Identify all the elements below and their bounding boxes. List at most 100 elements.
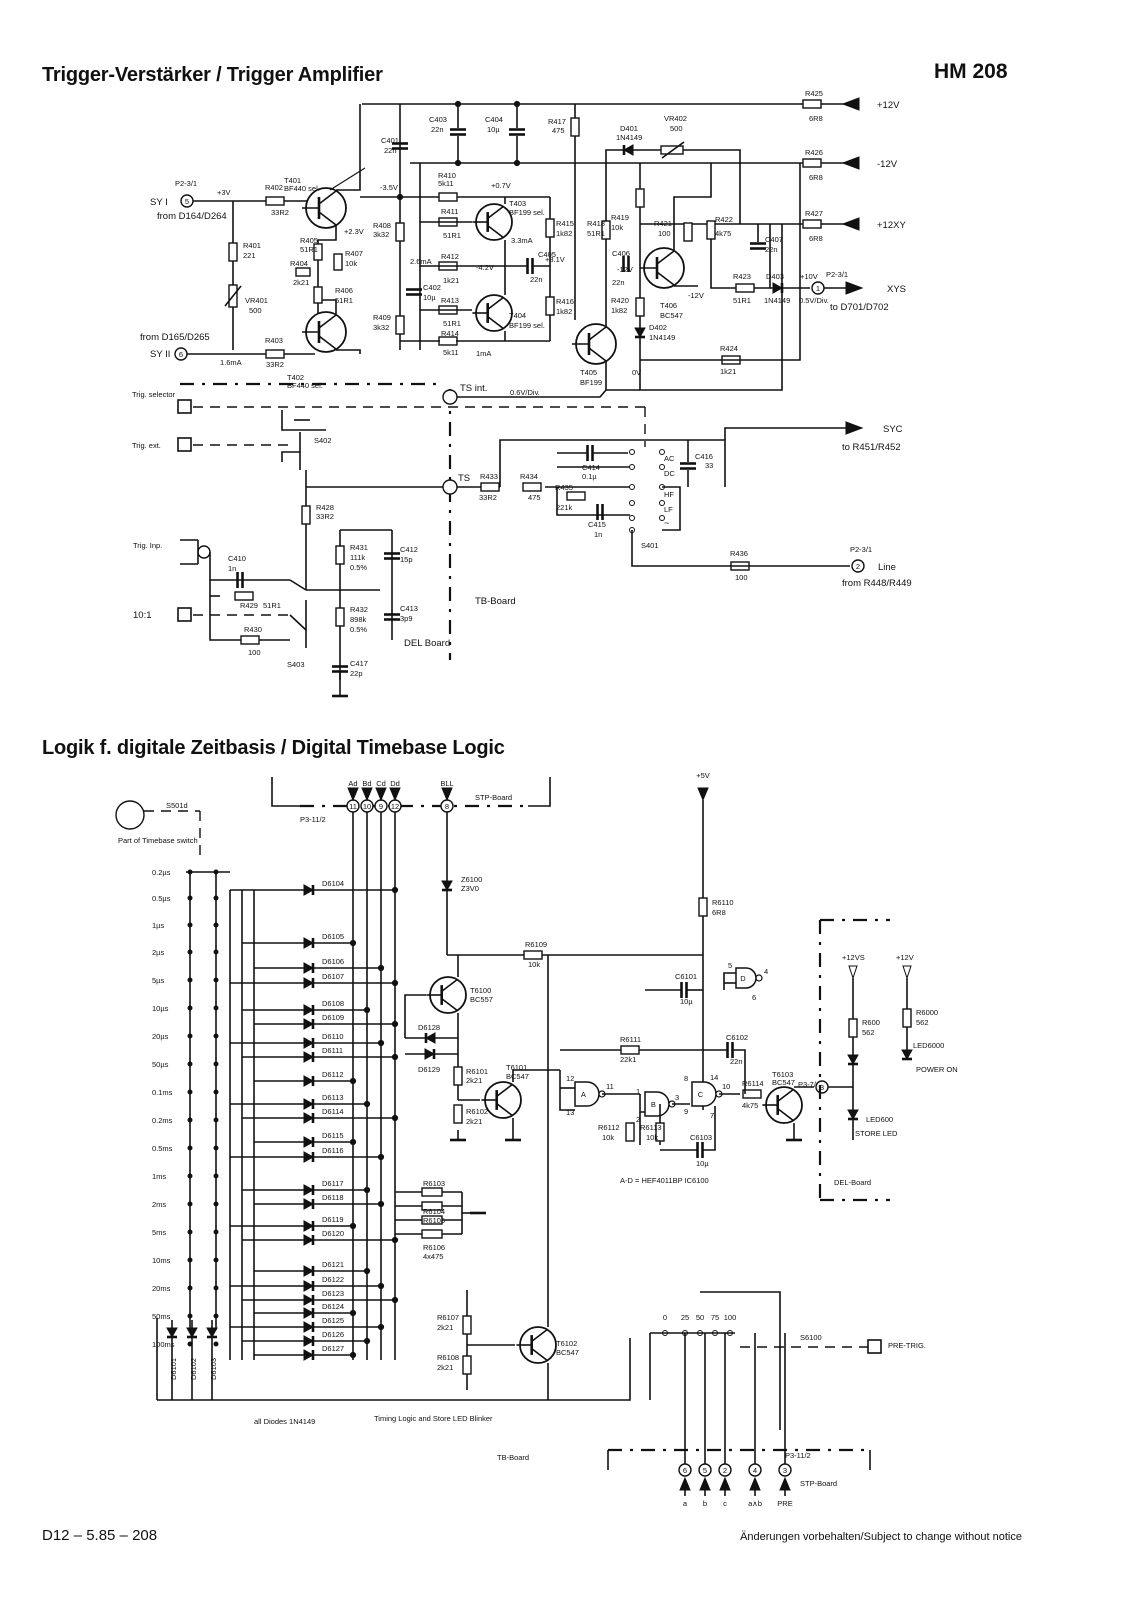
resistor-ref: R6110 bbox=[712, 898, 734, 907]
model-number: HM 208 bbox=[934, 60, 1008, 83]
led-ref: LED6000 bbox=[913, 1041, 944, 1050]
resistor-value: 33R2 bbox=[479, 493, 497, 502]
bnc-connector bbox=[197, 545, 211, 559]
timebase-setting: 2µs bbox=[152, 948, 164, 957]
junction-dot bbox=[349, 1077, 357, 1085]
diode-symbol bbox=[634, 327, 646, 339]
selection-mark bbox=[329, 167, 366, 191]
document-code: D12 – 5.85 – 208 bbox=[42, 1527, 158, 1544]
switch-ref: S501d bbox=[166, 801, 188, 810]
resistor-value: 51R1 bbox=[300, 245, 318, 254]
junction-dot bbox=[391, 1020, 399, 1028]
resistor-value: 221k bbox=[556, 503, 573, 512]
arrow-up bbox=[749, 1476, 761, 1491]
resistor-symbol bbox=[522, 482, 542, 492]
supply-label: -12V bbox=[877, 159, 898, 170]
timebase-setting: 2ms bbox=[152, 1200, 166, 1209]
trigger-amplifier-schematic: +12V-12V+12XYR4256R8R4266R8R4276R85P2-3/… bbox=[132, 89, 912, 698]
transistor-emitter bbox=[496, 1102, 513, 1116]
switch-contact bbox=[213, 949, 219, 955]
coupling-label: ~ bbox=[664, 518, 670, 529]
resistor-symbol bbox=[438, 192, 458, 202]
pin-number: 14 bbox=[710, 1073, 718, 1082]
diode-symbol bbox=[303, 1051, 315, 1063]
diode-ref: D6118 bbox=[322, 1193, 344, 1202]
capacitor-value: 22n bbox=[730, 1057, 743, 1066]
timebase-setting: 1µs bbox=[152, 921, 164, 930]
diode-symbol bbox=[622, 144, 634, 156]
connector-pin bbox=[778, 1463, 792, 1477]
connector-pin bbox=[678, 1463, 692, 1477]
resistor-symbol bbox=[802, 219, 822, 229]
resistor-ref: R435 bbox=[555, 483, 573, 492]
transistor-ref: T6100 bbox=[470, 986, 491, 995]
capacitor-value: 10µ bbox=[696, 1159, 709, 1168]
resistor-ref: R417 bbox=[548, 117, 566, 126]
transistor-collector bbox=[496, 1084, 513, 1098]
switch-ref: S403 bbox=[287, 660, 305, 669]
resistor-ref: R416 bbox=[556, 297, 574, 306]
resistor-ref: R404 bbox=[290, 259, 308, 268]
capacitor-value: 22p bbox=[350, 669, 363, 678]
resistor-ref: R415 bbox=[556, 219, 574, 228]
switch-contact bbox=[213, 1201, 219, 1207]
resistor-value: 4x475 bbox=[423, 1252, 443, 1261]
diode-ref: D6104 bbox=[322, 879, 344, 888]
switch-contact bbox=[213, 1313, 219, 1319]
diode-symbol bbox=[303, 1037, 315, 1049]
board-label: TB-Board bbox=[497, 1453, 529, 1462]
switch-contact bbox=[213, 1005, 219, 1011]
resistor-value: 1k82 bbox=[556, 307, 572, 316]
pin-number: 10 bbox=[722, 1082, 730, 1091]
wire bbox=[733, 1049, 746, 1094]
transistor-collector bbox=[318, 314, 337, 329]
board-label: DEL-Board bbox=[834, 1178, 871, 1187]
resistor-value: 1k21 bbox=[720, 367, 736, 376]
diode-symbol bbox=[303, 937, 315, 949]
diode-ref: D6107 bbox=[322, 972, 344, 981]
diode-symbol bbox=[441, 880, 453, 892]
resistor-value: 562 bbox=[916, 1018, 929, 1027]
resistor-symbol bbox=[421, 1229, 443, 1239]
wire bbox=[700, 149, 741, 224]
diode-ref: D6123 bbox=[322, 1289, 344, 1298]
connector-pin bbox=[698, 1463, 712, 1477]
switch-contact bbox=[213, 1173, 219, 1179]
transistor-ref: T6101 bbox=[506, 1063, 527, 1072]
resistor-value: 111k bbox=[350, 553, 365, 562]
resistor-value: 6R8 bbox=[712, 908, 726, 917]
diode-symbol bbox=[303, 1136, 315, 1148]
input-source: from D165/D265 bbox=[140, 332, 210, 343]
diode-symbol bbox=[206, 1327, 218, 1339]
resistor-ref: R402 bbox=[265, 183, 283, 192]
resistor-ref: R423 bbox=[733, 272, 751, 281]
junction-dot bbox=[363, 1267, 371, 1275]
resistor-symbol bbox=[228, 242, 238, 262]
junction-dot bbox=[377, 1282, 385, 1290]
diode-symbol bbox=[303, 1198, 315, 1210]
switch-contact bbox=[629, 484, 635, 490]
connector-pin bbox=[718, 1463, 732, 1477]
timebase-setting: 0.5µs bbox=[152, 894, 171, 903]
resistor-ref: R403 bbox=[265, 336, 283, 345]
switch-contact bbox=[187, 1145, 193, 1151]
supply-arrow bbox=[841, 217, 860, 231]
resistor-symbol bbox=[395, 315, 405, 335]
resistor-symbol bbox=[802, 158, 822, 168]
connector-signal: b bbox=[703, 1499, 707, 1508]
capacitor-ref: C414 bbox=[582, 463, 600, 472]
diode-symbol bbox=[303, 1234, 315, 1246]
diode-ref: D6122 bbox=[322, 1275, 344, 1284]
wire bbox=[639, 163, 783, 391]
capacitor-ref: C406 bbox=[612, 249, 630, 258]
switch-contact bbox=[213, 977, 219, 983]
resistor-value: 475 bbox=[528, 493, 541, 502]
wire bbox=[703, 1106, 716, 1151]
connector-ref: P3-11/2 bbox=[785, 1451, 811, 1460]
resistor-value: 500 bbox=[249, 306, 262, 315]
input-label: SY I bbox=[150, 197, 168, 208]
capacitor-ref: C413 bbox=[400, 604, 418, 613]
diode-symbol bbox=[303, 1265, 315, 1277]
scale-label: 0.6V/Div. bbox=[510, 388, 540, 397]
resistor-value: 500 bbox=[670, 124, 683, 133]
